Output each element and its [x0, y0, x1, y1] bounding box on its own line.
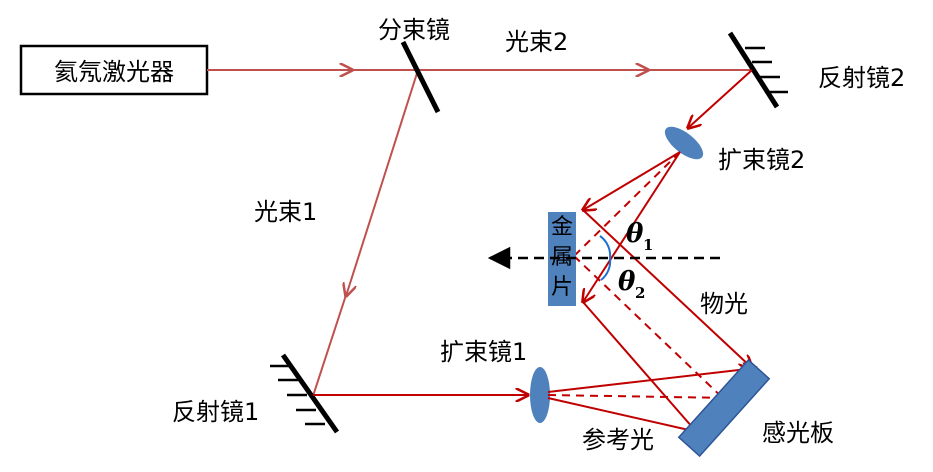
photo-plate [677, 358, 771, 458]
theta2-label: θ 2 [618, 267, 645, 302]
photo-plate-label: 感光板 [762, 419, 834, 447]
beam1-label: 光束1 [254, 198, 317, 226]
laser-box: 氦氖激光器 [19, 44, 209, 96]
expander1-label: 扩束镜1 [440, 338, 527, 366]
beam1-path [312, 69, 419, 397]
metal-plate-label-2: 属 [551, 245, 573, 270]
beam2-to-expander2 [688, 69, 753, 128]
svg-text:2: 2 [635, 284, 645, 302]
metal-plate-label-3: 片 [551, 275, 573, 300]
theta2-arc [600, 257, 612, 281]
reference-beam [547, 368, 756, 433]
beam-splitter [400, 40, 441, 114]
reference-light-label: 参考光 [582, 426, 654, 454]
object-light-label: 物光 [700, 290, 748, 318]
theta1-label: θ 1 [626, 219, 653, 254]
metal-plate-label-1: 金 [551, 215, 573, 240]
mirror2 [727, 31, 788, 109]
expander2-label: 扩束镜2 [718, 146, 805, 174]
expander2-lens [664, 126, 704, 160]
laser-label: 氦氖激光器 [54, 58, 174, 86]
svg-text:θ: θ [626, 219, 644, 249]
theta1-arc [599, 235, 612, 259]
svg-text:1: 1 [643, 236, 653, 254]
mirror1 [270, 353, 340, 434]
beam2-label: 光束2 [505, 28, 568, 56]
svg-text:θ: θ [618, 267, 636, 297]
mirror1-label: 反射镜1 [172, 398, 259, 426]
expander1-lens [530, 367, 550, 423]
beam-splitter-label: 分束镜 [378, 16, 450, 44]
mirror2-label: 反射镜2 [818, 64, 905, 92]
object-beam-cone [573, 151, 681, 302]
object-beam-reflected [573, 209, 752, 436]
